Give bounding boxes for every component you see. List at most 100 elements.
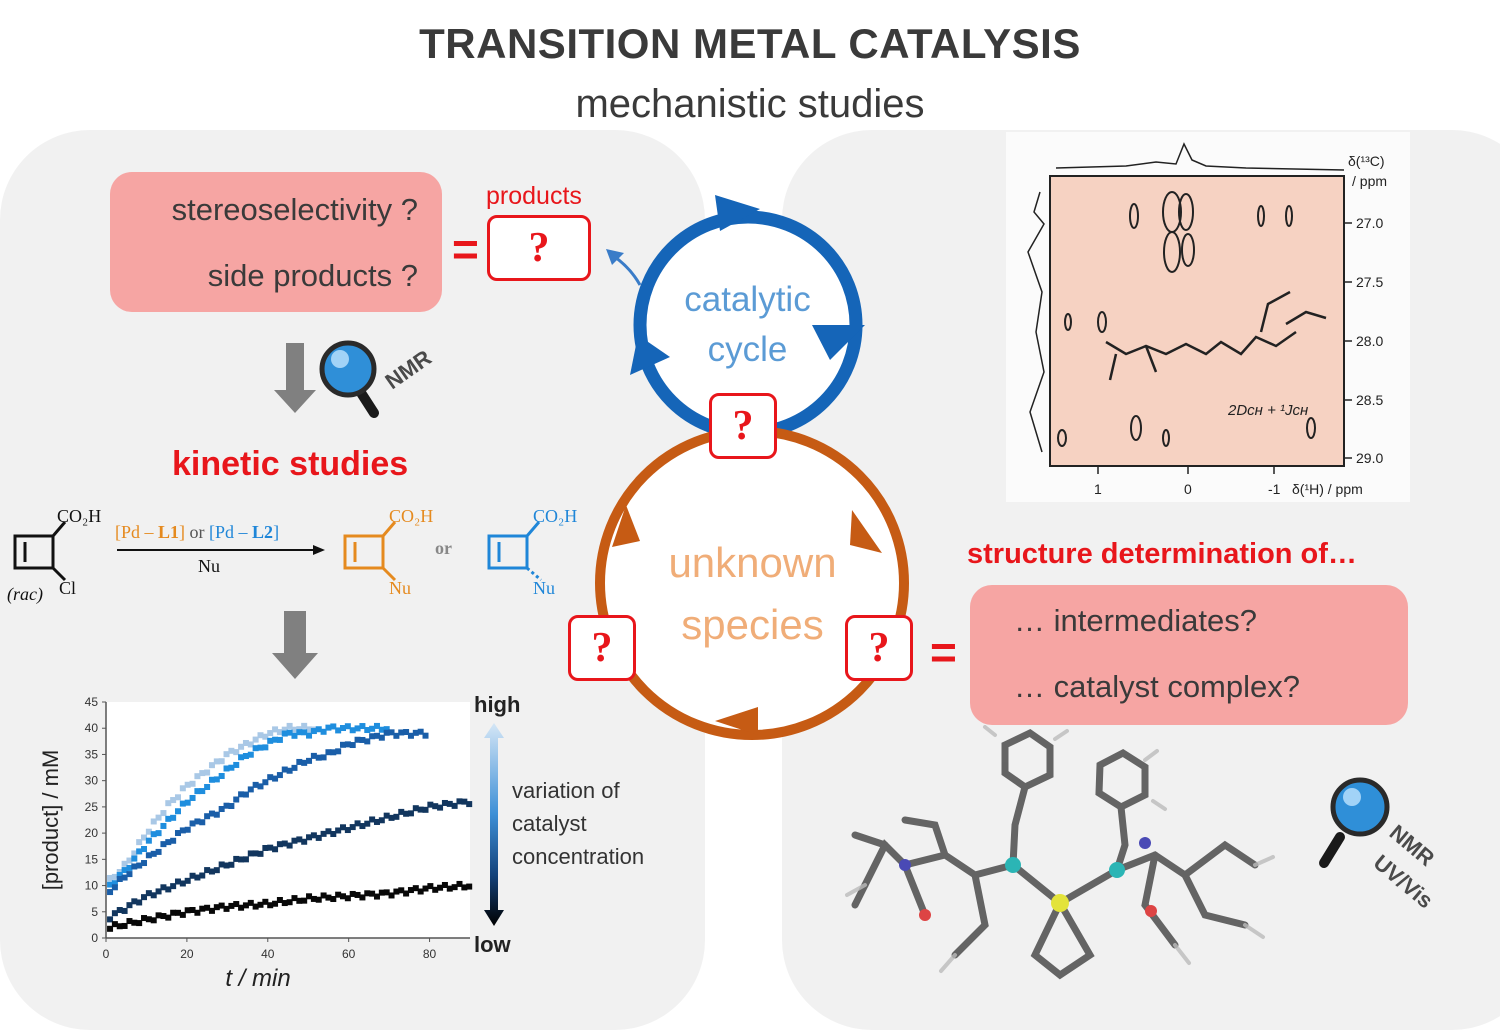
data-point [174, 794, 181, 801]
data-point [383, 889, 390, 896]
data-point [359, 736, 366, 743]
data-point [364, 890, 371, 897]
data-point [208, 776, 215, 783]
data-point [170, 883, 177, 890]
data-point [257, 732, 264, 739]
data-point [136, 899, 143, 906]
data-point [267, 730, 274, 737]
structure-determination-label: structure determination of… [967, 538, 1357, 570]
data-point [281, 840, 288, 847]
colorbar [484, 723, 504, 926]
data-point [354, 820, 361, 827]
data-point [252, 745, 259, 752]
data-point [155, 912, 162, 919]
data-point [315, 896, 322, 903]
data-point [199, 905, 206, 912]
down-arrow-icon [272, 611, 318, 679]
data-point [204, 769, 211, 776]
data-point [242, 739, 249, 746]
reactant-acid-label: CO₂H [57, 506, 101, 526]
data-point [184, 907, 191, 914]
data-point [373, 722, 380, 729]
molecular-structure-image [845, 725, 1275, 980]
data-point [403, 729, 410, 736]
data-point [189, 780, 196, 787]
data-point [145, 837, 152, 844]
data-point [179, 911, 186, 918]
data-point [242, 856, 249, 863]
data-point [412, 805, 419, 812]
equals-sign-left: = [452, 223, 479, 275]
data-point [349, 824, 356, 831]
data-point [388, 729, 395, 736]
data-point [252, 850, 259, 857]
data-point [325, 749, 332, 756]
data-point [441, 881, 448, 888]
question-stereoselectivity: stereoselectivity ? [171, 192, 418, 227]
data-point [141, 860, 148, 867]
cycle-arrow-icon [715, 195, 760, 231]
data-point [364, 738, 371, 745]
data-point [306, 834, 313, 841]
data-point [330, 723, 337, 730]
data-point [247, 786, 254, 793]
data-point [242, 753, 249, 760]
colorbar-low-label: low [474, 932, 512, 957]
data-point [257, 744, 264, 751]
data-point [344, 741, 351, 748]
data-point [218, 861, 225, 868]
nmr-y-ticks [1344, 222, 1352, 459]
data-point [111, 884, 118, 891]
x-tick-label: 40 [261, 947, 275, 961]
colorbar-text-2: catalyst [512, 811, 587, 836]
data-point [291, 764, 298, 771]
colorbar-text-1: variation of [512, 778, 621, 803]
data-point [335, 827, 342, 834]
data-point [383, 812, 390, 819]
data-point [126, 902, 133, 909]
question-side-products: side products ? [207, 258, 418, 293]
catalytic-cycle-label: catalytic cycle [684, 280, 811, 369]
y-tick-label: 30 [85, 774, 99, 788]
data-point [136, 920, 143, 927]
data-point [208, 907, 215, 914]
oxygen-atom [919, 909, 931, 921]
data-point [422, 806, 429, 813]
data-point [286, 899, 293, 906]
data-point [354, 736, 361, 743]
data-point [233, 761, 240, 768]
data-point [194, 874, 201, 881]
data-point [466, 883, 473, 890]
data-point [272, 736, 279, 743]
question-box-left: stereoselectivity ? side products ? [110, 172, 442, 312]
data-point [145, 890, 152, 897]
data-point [238, 754, 245, 761]
data-point [107, 874, 114, 881]
nmr-plot-area [1049, 175, 1345, 467]
nmr-y-tick-label: 28.5 [1356, 392, 1383, 408]
data-point [160, 810, 167, 817]
data-point [320, 728, 327, 735]
data-point [204, 813, 211, 820]
data-point [369, 890, 376, 897]
data-point [111, 910, 118, 917]
data-point [136, 848, 143, 855]
data-point [383, 726, 390, 733]
y-axis-label: [product] / mM [38, 750, 63, 891]
x-tick-label: 20 [180, 947, 194, 961]
data-point [194, 909, 201, 916]
reaction-reagents: [Pd – L1] or [Pd – L2] [115, 522, 279, 542]
data-point [281, 730, 288, 737]
data-point [272, 900, 279, 907]
data-point [126, 857, 133, 864]
data-point [335, 727, 342, 734]
nmr-y-tick-label: 27.0 [1356, 215, 1383, 231]
data-point [257, 783, 264, 790]
product-blue-nu: Nu [533, 578, 555, 598]
data-point [281, 900, 288, 907]
metal-atom [1051, 894, 1069, 912]
reactant-cl-label: Cl [59, 578, 76, 598]
nmr-y-axis-label-1: δ(¹³C) [1348, 153, 1385, 169]
cycle-arrow-icon [630, 335, 670, 375]
data-point [398, 729, 405, 736]
